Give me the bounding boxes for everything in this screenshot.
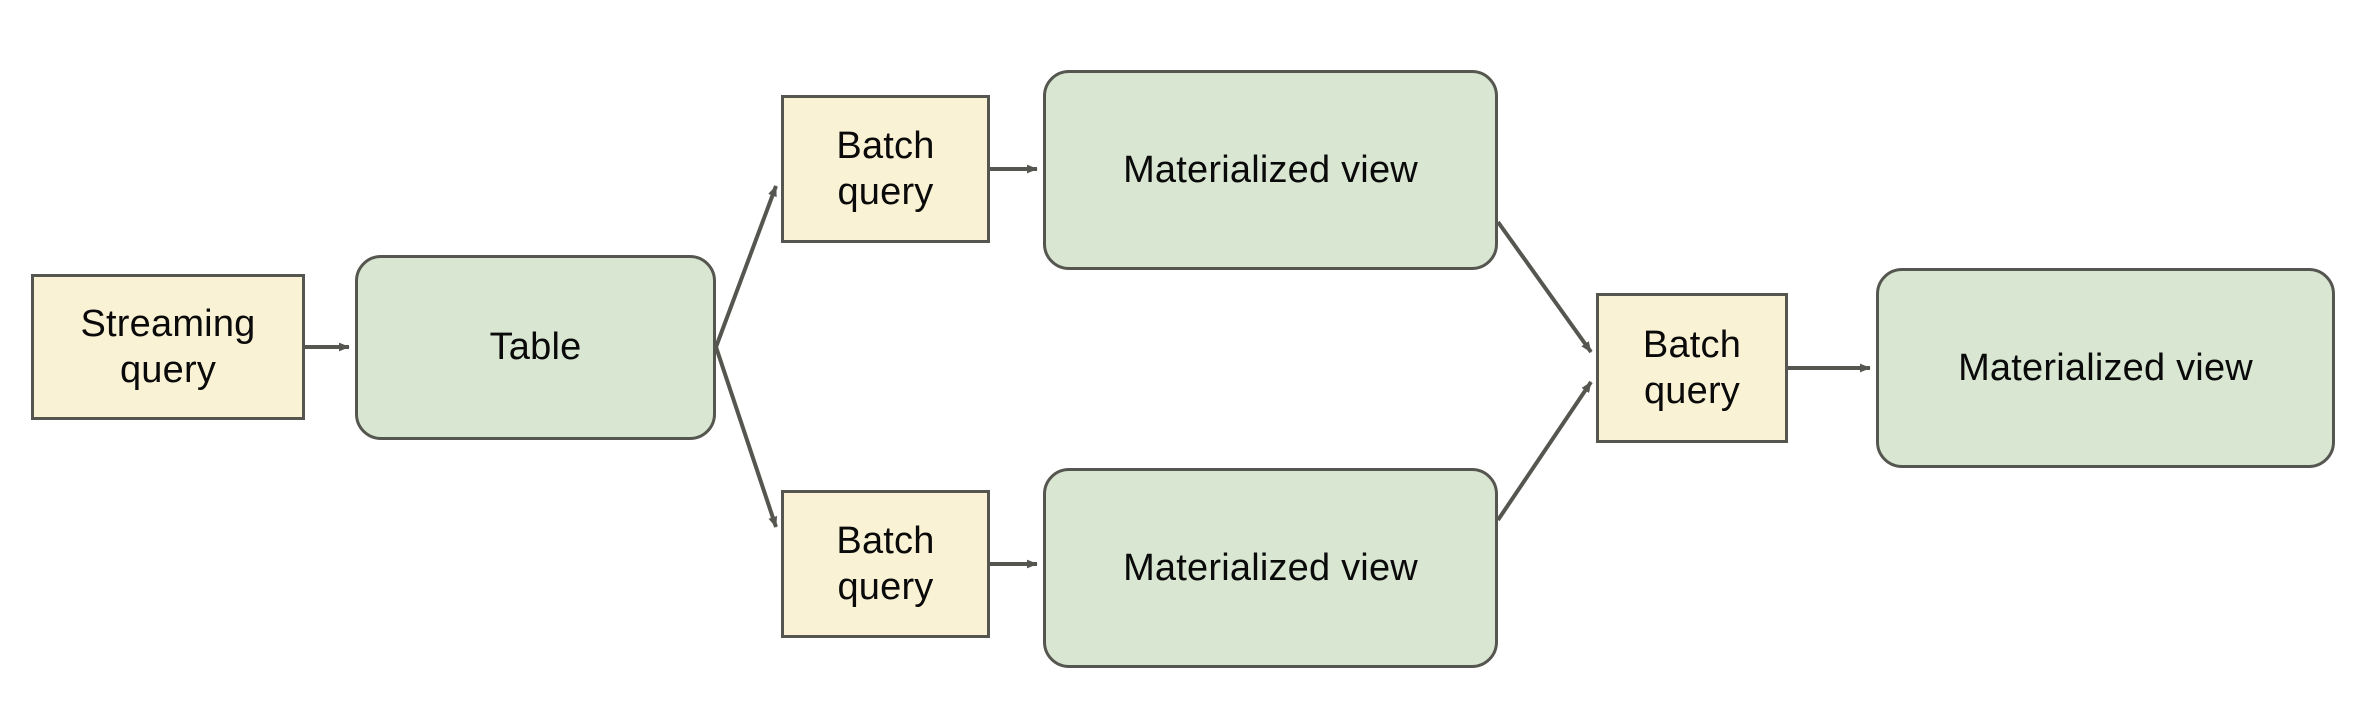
node-batch-query-bottom[interactable]: Batch query — [781, 490, 990, 638]
node-materialized-view-bottom[interactable]: Materialized view — [1043, 468, 1498, 668]
edge-table-to-batch-bottom — [714, 346, 778, 528]
edge-mv-bottom-to-batch-merge — [1496, 380, 1593, 522]
node-streaming-query[interactable]: Streaming query — [31, 274, 305, 420]
node-batch-query-merge[interactable]: Batch query — [1596, 293, 1788, 443]
edge-table-to-batch-top — [714, 185, 778, 348]
node-batch-query-top[interactable]: Batch query — [781, 95, 990, 243]
edge-mv-top-to-batch-merge — [1496, 220, 1593, 354]
node-materialized-view-top[interactable]: Materialized view — [1043, 70, 1498, 270]
node-materialized-view-final[interactable]: Materialized view — [1876, 268, 2335, 468]
node-table[interactable]: Table — [355, 255, 716, 440]
